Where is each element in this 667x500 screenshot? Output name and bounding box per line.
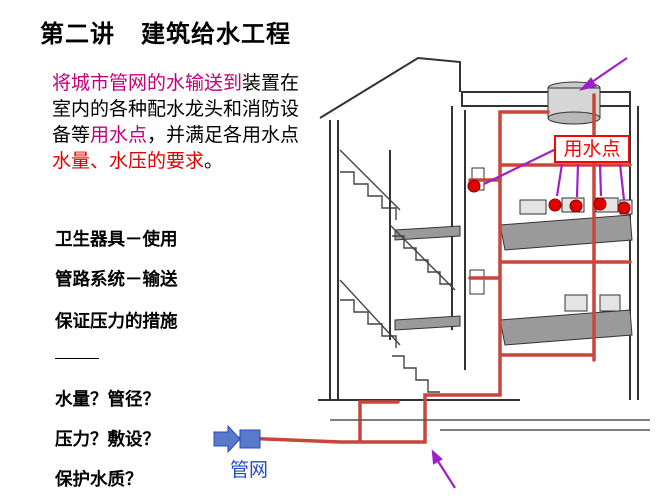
intro-paragraph: 将城市管网的水输送到装置在室内的各种配水龙头和消防设备等用水点，并满足各用水点水…: [52, 70, 304, 174]
intro-seg-4: ，并满足各用水点: [147, 124, 300, 146]
lecture-number: 第二讲: [40, 20, 115, 48]
question-pressure: 压力？敷设？: [55, 430, 160, 450]
lecture-subject: 建筑给水工程: [141, 20, 291, 48]
component-pipes: 管路系统－输送: [55, 270, 178, 290]
usage-points-label: 用水点: [554, 135, 630, 163]
separator-dash: [55, 358, 99, 359]
intro-seg-5: 水量、水压的要求: [52, 150, 205, 172]
intro-seg-2: 装置在室内的各种配水龙头和消防设备等: [52, 72, 300, 146]
question-flow: 水量？管径？: [55, 390, 160, 410]
building-water-supply-drawing: [213, 56, 650, 489]
slide-title: 第二讲建筑给水工程: [40, 14, 291, 49]
component-pressure: 保证压力的措施: [55, 312, 178, 332]
question-quality: 保护水质？: [55, 470, 143, 490]
intro-seg-1: 将城市管网的水输送到: [52, 72, 243, 94]
component-fixtures: 卫生器具－使用: [55, 230, 178, 250]
city-network-label: 管网: [230, 459, 269, 481]
intro-seg-3: 用水点: [90, 124, 148, 146]
intro-seg-6: 。: [204, 150, 224, 172]
